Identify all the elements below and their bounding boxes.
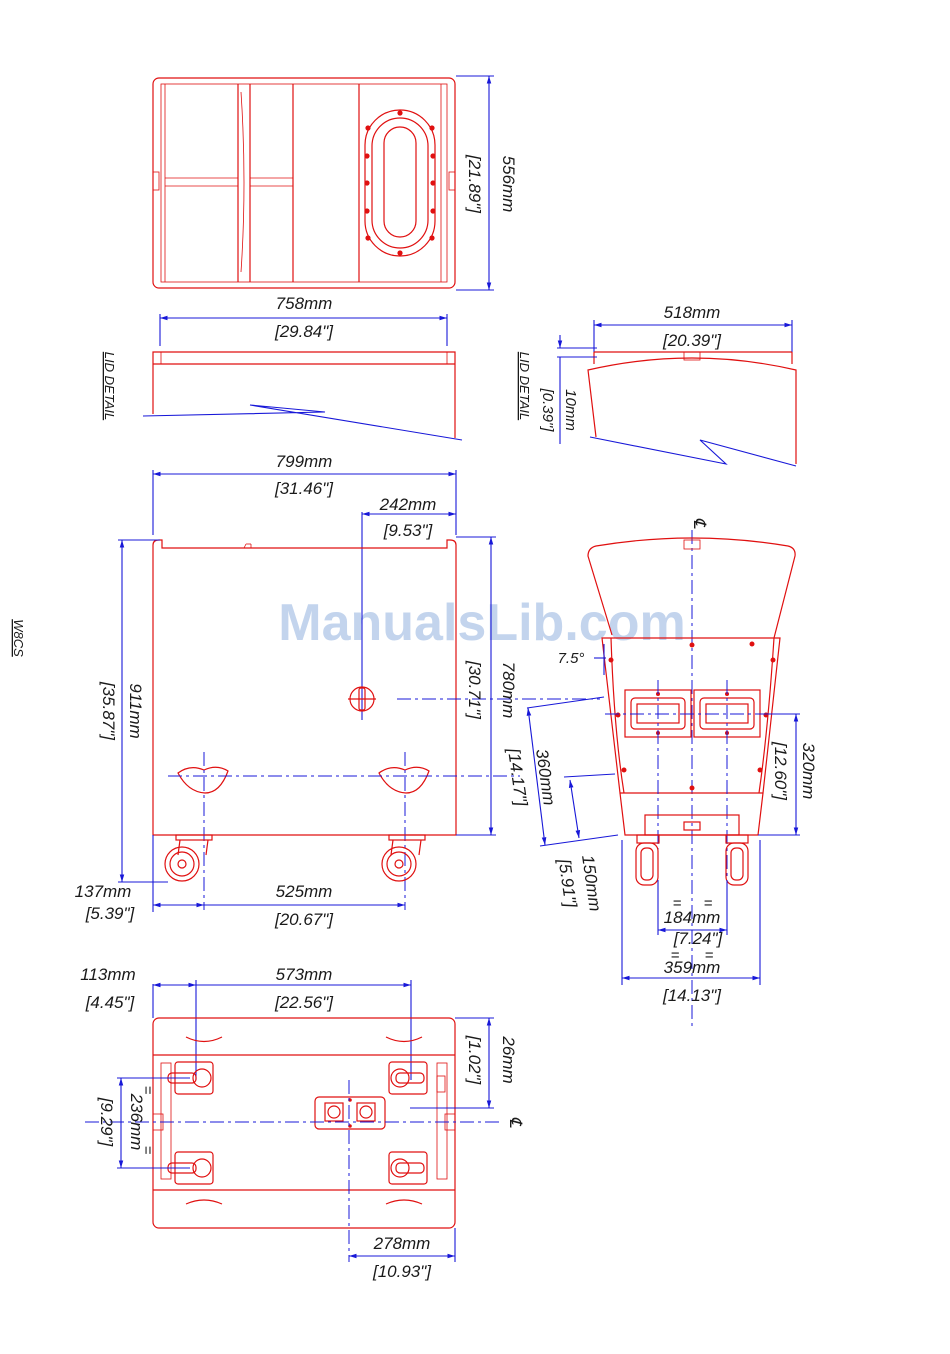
depth-mm-label: 556mm [499,156,518,213]
span-in: [22.56"] [274,993,334,1012]
left-in: [4.45"] [85,993,136,1012]
diag-mm: 360mm [532,748,559,807]
eq-mark-1: = [673,895,682,912]
body-height-mm: 780mm [499,662,518,719]
lid-width-in: [29.84"] [274,322,334,341]
wheel-offset-in: [5.39"] [85,904,136,923]
bottom-view: 113mm [4.45"] 573mm [22.56"] [80,965,525,1281]
eq-mark-5: = [139,1086,156,1095]
centerline-bottom: ℄ [506,1117,525,1129]
front-width-in: [31.46"] [274,479,334,498]
front-height-in: [35.87"] [99,681,118,741]
lid-side-width-mm: 518mm [664,303,721,322]
edge-in: [1.02"] [465,1035,484,1086]
front-width-mm: 799mm [276,452,333,471]
model-label: W8CS [11,619,26,657]
left-mm: 113mm [80,965,135,984]
side-angle: 7.5° [558,650,585,667]
top-view: [21.89"] 556mm [152,75,518,291]
center-mm: 278mm [373,1234,431,1253]
outer-in: [14.13"] [662,986,722,1005]
body-height-in: [30.71"] [465,660,484,720]
wheel-offset-mm: 137mm [75,882,132,901]
wheel-span-mm: 525mm [276,882,333,901]
offset-mm: 242mm [379,495,437,514]
eq-mark-3: = [671,947,680,964]
caster-in: [9.29"] [97,1097,116,1148]
center-in: [10.93"] [372,1262,432,1281]
lid-front-detail: 758mm [29.84"] LID DETAIL [102,294,463,441]
lid-side-detail: 518mm [20.39"] [0.39"] 10mm LID DETAIL [517,303,797,467]
lid-thick-in: [0.39"] [539,388,556,433]
front-height-mm: 911mm [126,683,145,738]
panel-in: [12.60"] [771,741,790,801]
centerline-top: ℄ [690,518,709,530]
front-view: 799mm [31.46"] 242mm [9.53"] [75,452,600,929]
wheel-span-in: [20.67"] [274,910,334,929]
lid-side-width-in: [20.39"] [662,331,722,350]
depth-in-label: [21.89"] [465,154,484,214]
panel-mm: 320mm [799,743,818,800]
eq-mark-2: = [704,895,713,912]
rise-mm: 150mm [578,854,605,913]
caster-mm: 236mm [127,1093,146,1151]
eq-mark-4: = [705,947,714,964]
inner-mm: 184mm [664,908,721,927]
rise-in: [5.91"] [555,857,581,910]
lid-detail-label-2: LID DETAIL [517,352,532,420]
lid-width-mm: 758mm [276,294,333,313]
eq-mark-6: = [139,1146,156,1155]
edge-mm: 26mm [499,1035,518,1083]
diag-in: [14.17"] [504,746,531,808]
watermark: ManualsLib.com [278,594,685,652]
span-mm: 573mm [276,965,333,984]
outer-mm: 359mm [664,958,721,977]
lid-detail-label-1: LID DETAIL [102,352,117,420]
lid-thick-mm: 10mm [562,389,579,431]
inner-in: [7.24"] [673,929,724,948]
offset-in: [9.53"] [383,521,434,540]
side-view: ℄ [504,518,818,1028]
